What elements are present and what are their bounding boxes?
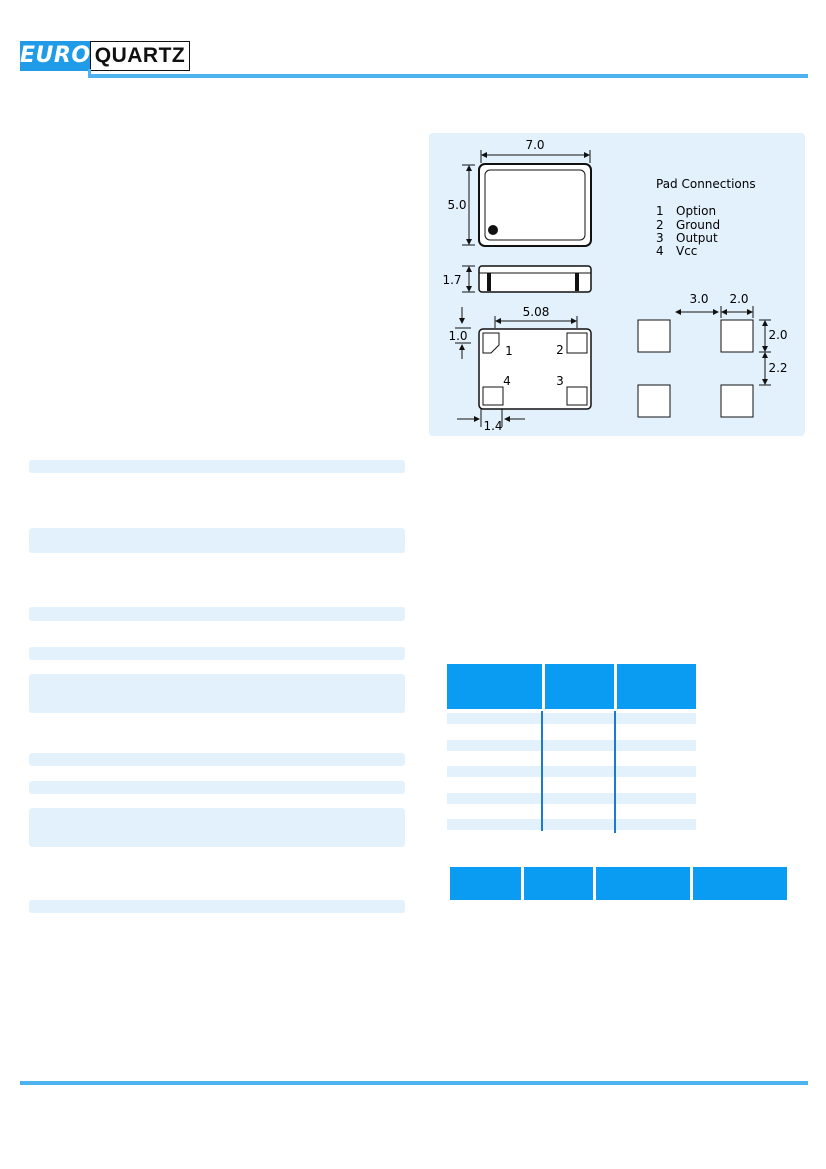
table1-divider-2: [614, 711, 616, 833]
header-rule: [90, 74, 808, 78]
table1-row: [447, 740, 696, 751]
spec-bar-2: [29, 528, 405, 553]
pad-number-2: 2: [556, 343, 564, 357]
spec-bar-4: [29, 647, 405, 660]
outline-drawing: 7.0 5.0 1.7 5.08: [442, 138, 788, 433]
land-height-label: 2.0: [768, 328, 787, 342]
table2-header-col-3: [596, 867, 690, 900]
outline-dimensions-panel: 7.0 5.0 1.7 5.08: [429, 133, 805, 436]
pad-connections-title: Pad Connections: [656, 177, 756, 191]
table1-row: [447, 766, 696, 777]
logo-euro: EURO: [20, 41, 90, 71]
spec-bar-5: [29, 674, 405, 713]
table2-header-col-1: [450, 867, 521, 900]
dim-pad-width-label: 1.4: [483, 419, 502, 433]
land-pattern: 3.0 2.0 2.0 2.2: [637, 292, 788, 418]
table1-header-col-3: [617, 664, 696, 709]
land-size-label: 2.0: [729, 292, 748, 306]
table1-header-col-2: [545, 664, 614, 709]
table1-row: [447, 793, 696, 804]
table2-header-col-2: [524, 867, 593, 900]
dim-thickness-label: 1.7: [442, 273, 461, 287]
dim-width-label: 7.0: [525, 138, 544, 152]
pad-connection-num: 3: [656, 231, 664, 245]
pad-connection-label: Output: [676, 231, 718, 245]
footer-rule: [20, 1081, 808, 1085]
table1-header-col-1: [447, 664, 542, 709]
header-rule-joint: [88, 69, 91, 78]
bottom-view: 5.08 1.0 1 2 4 3 1.4: [448, 305, 592, 433]
logo-quartz: QUARTZ: [90, 41, 190, 71]
pad-number-1: 1: [505, 344, 513, 358]
land-vgap-label: 2.2: [768, 361, 787, 375]
pad-connection-num: 4: [656, 244, 664, 258]
dim-pad-offset-label: 1.0: [448, 329, 467, 343]
spec-bar-9: [29, 900, 405, 913]
table1-row: [447, 819, 696, 830]
top-view: 7.0 5.0: [447, 138, 592, 247]
pad-connection-label: Option: [676, 204, 716, 218]
spec-bar-8: [29, 808, 405, 847]
table2-header-col-4: [693, 867, 787, 900]
spec-bar-3: [29, 607, 405, 621]
dim-pad-pitch-label: 5.08: [523, 305, 550, 319]
table1-divider-1: [541, 711, 543, 831]
land-gap-label: 3.0: [689, 292, 708, 306]
pad-number-4: 4: [503, 374, 511, 388]
dim-height-label: 5.0: [447, 198, 466, 212]
pad-connection-num: 1: [656, 204, 664, 218]
pad-connection-num: 2: [656, 218, 664, 232]
pad-connections-legend: Pad Connections 1 Option 2 Ground 3 Outp…: [656, 177, 756, 258]
pin1-marker: [488, 225, 498, 235]
pad-number-3: 3: [556, 374, 564, 388]
pad-connection-label: Ground: [676, 218, 720, 232]
spec-bar-6: [29, 753, 405, 766]
table1-row: [447, 713, 696, 724]
pad-connection-label: Vcc: [676, 244, 697, 258]
spec-bar-7: [29, 781, 405, 794]
spec-bar-1: [29, 460, 405, 473]
side-view: 1.7: [442, 265, 592, 293]
